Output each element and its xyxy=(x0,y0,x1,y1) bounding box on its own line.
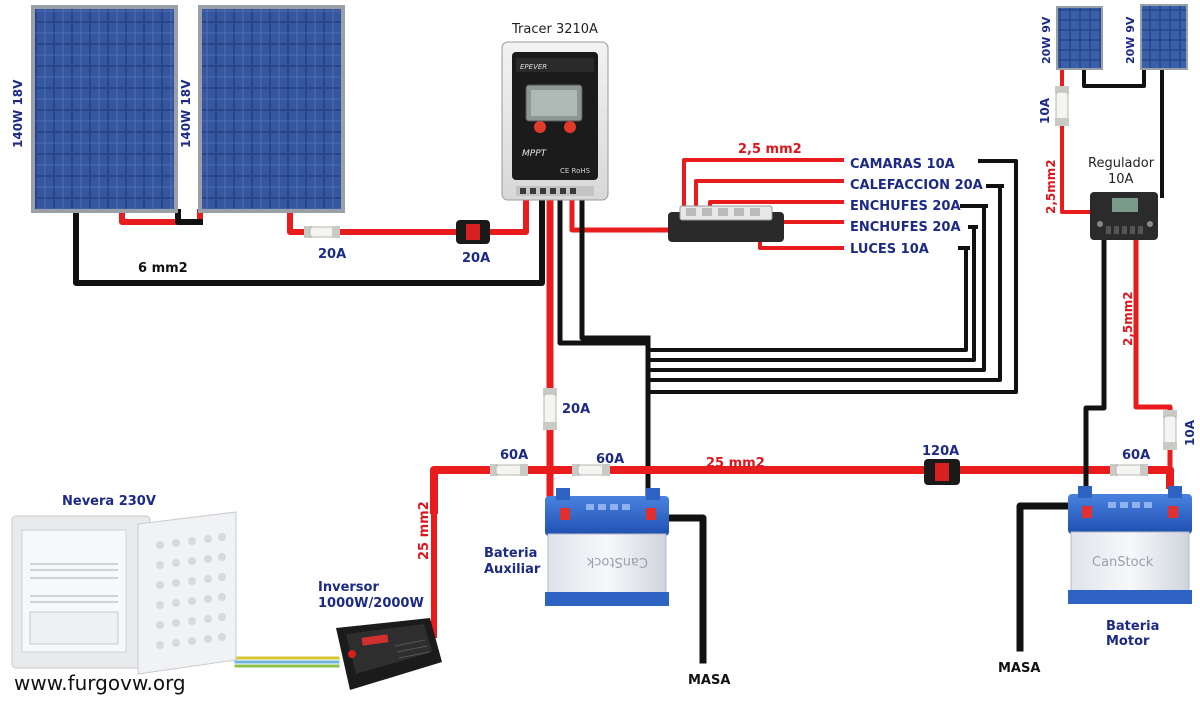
wire-panel-negative xyxy=(73,197,545,286)
wire-return-4 xyxy=(646,184,1002,382)
fuse-label-panel-inline: 20A xyxy=(318,247,346,262)
wire-controller-negative-2 xyxy=(579,197,651,341)
wire-panel-series-red xyxy=(119,209,203,225)
fridge-label: Nevera 230V xyxy=(62,494,156,509)
ground-label-motor: MASA xyxy=(998,661,1040,676)
circuit-label-enchufes-1: ENCHUFES 20A xyxy=(850,199,961,214)
breaker-main xyxy=(924,459,960,485)
wire-return-1 xyxy=(646,246,968,352)
fuse-inverter xyxy=(490,464,528,476)
circuit-label-calefaccion: CALEFACCION 20A xyxy=(850,178,983,193)
aux-solar-panel-2-label: 20W 9V xyxy=(1124,16,1137,64)
wires xyxy=(73,68,1174,668)
fuse-label-aux-battery: 60A xyxy=(596,452,624,467)
fuse-regulator-out xyxy=(1163,410,1177,450)
aux-regulator xyxy=(1090,192,1158,240)
website-watermark: www.furgovw.org xyxy=(14,671,186,695)
circuit-label-enchufes-2: ENCHUFES 20A xyxy=(850,220,961,235)
battery-aux xyxy=(545,488,669,606)
battery-motor xyxy=(1068,486,1192,604)
solar-panel-2-label: 140W 18V xyxy=(179,79,193,148)
ground-label-aux: MASA xyxy=(688,673,730,688)
fridge xyxy=(11,511,237,675)
wire-panel-series-black xyxy=(175,209,203,225)
fuse-aux-battery xyxy=(572,464,610,476)
breaker-panel xyxy=(456,220,490,244)
wire-aux-panel-negative xyxy=(1082,68,1146,88)
fuse-label-regulator-out: 10A xyxy=(1183,419,1197,446)
battery-aux-label-2: Auxiliar xyxy=(484,562,541,577)
wire-panel-positive xyxy=(287,197,529,235)
wire-label-main-bus: 25 mm2 xyxy=(706,456,765,471)
mppt-controller: EPEVER MPPT CE RoHS xyxy=(501,41,609,201)
solar-panel-1-label: 140W 18V xyxy=(11,79,25,148)
battery-motor-label-1: Bateria xyxy=(1106,619,1159,634)
wire-controller-load-positive xyxy=(569,197,671,233)
circuit-label-luces: LUCES 10A xyxy=(850,242,929,257)
wire-label-regulator-battery: 2,5mm2 xyxy=(1121,291,1135,346)
wire-return-3 xyxy=(646,204,986,372)
fuse-label-panel-breaker: 20A xyxy=(462,251,490,266)
solar-panel-2 xyxy=(198,5,345,213)
aux-solar-panel-2 xyxy=(1140,4,1188,70)
fuse-label-motor-battery: 60A xyxy=(1122,448,1150,463)
battery-aux-watermark: CanStock xyxy=(586,554,648,569)
wire-label-aux-panel: 2,5mm2 xyxy=(1044,159,1058,214)
wire-return-5 xyxy=(646,159,1018,394)
wire-main-bus xyxy=(430,466,1174,514)
fuse-label-main-breaker: 120A xyxy=(922,444,959,459)
inverter xyxy=(336,618,442,690)
wire-return-2 xyxy=(646,225,976,362)
aux-solar-panel-1 xyxy=(1056,6,1103,70)
controller-title: Tracer 3210A xyxy=(511,22,598,37)
wire-label-inverter-feed: 25 mm2 xyxy=(417,501,432,560)
inverter-label-1: Inversor xyxy=(318,580,379,595)
aux-solar-panel-1-label: 20W 9V xyxy=(1040,16,1053,64)
fuse-block xyxy=(668,205,784,242)
fuse-label-controller-battery: 20A xyxy=(562,402,590,417)
wire-controller-negative-1 xyxy=(557,197,651,346)
fuse-motor-battery xyxy=(1110,464,1148,476)
fuse-panel-inline xyxy=(304,226,340,238)
fuse-aux-panel xyxy=(1055,86,1069,126)
fuse-block-wire-label: 2,5 mm2 xyxy=(738,142,802,157)
fuse-label-inverter: 60A xyxy=(500,448,528,463)
controller-button-2 xyxy=(564,121,576,133)
wire-out-calefaccion xyxy=(694,179,844,217)
controller-mppt: MPPT xyxy=(522,149,548,159)
circuit-label-camaras: CAMARAS 10A xyxy=(850,157,955,172)
fuse-controller-battery xyxy=(543,388,557,430)
regulator-rating: 10A xyxy=(1108,172,1134,187)
inverter-label-2: 1000W/2000W xyxy=(318,596,424,611)
wire-aux-ground xyxy=(664,514,707,664)
battery-aux-label-1: Bateria xyxy=(484,546,537,561)
wire-label-panel-negative: 6 mm2 xyxy=(138,261,188,276)
solar-panel-1 xyxy=(31,5,178,213)
fuse-label-aux-panel: 10A xyxy=(1038,97,1052,124)
regulator-title: Regulador xyxy=(1088,156,1155,171)
controller-brand: EPEVER xyxy=(520,63,547,71)
battery-motor-label-2: Motor xyxy=(1106,634,1150,649)
controller-ce: CE RoHS xyxy=(560,167,591,175)
wire-motor-ground xyxy=(1016,502,1086,652)
wire-out-camaras xyxy=(682,158,844,222)
wire-regulator-negative xyxy=(1083,237,1107,503)
battery-motor-watermark: CanStock xyxy=(1092,555,1154,570)
controller-button-1 xyxy=(534,121,546,133)
